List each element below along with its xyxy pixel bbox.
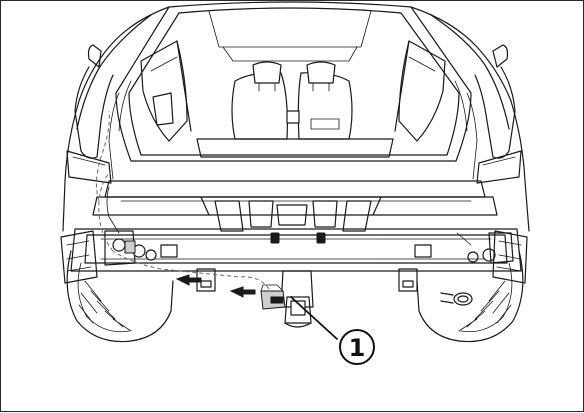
cargo-interior-panels bbox=[140, 40, 446, 142]
bumper-left-end bbox=[60, 230, 157, 284]
tow-hitch-receiver bbox=[280, 270, 314, 328]
wiring-harness-route bbox=[95, 110, 270, 290]
wiring-connector bbox=[260, 284, 286, 310]
rear-seats bbox=[196, 61, 394, 158]
bumper-upper-frame bbox=[92, 180, 498, 244]
lower-brackets bbox=[196, 268, 418, 292]
routing-arrows bbox=[175, 274, 256, 298]
arrow-left-icon bbox=[175, 274, 202, 286]
body-right-side bbox=[410, 6, 530, 232]
tailgate-opening bbox=[115, 1, 472, 162]
callout-circle bbox=[339, 329, 375, 365]
left-rear-wheel bbox=[66, 250, 174, 343]
bumper-beam bbox=[70, 228, 522, 272]
bumper-right-end bbox=[488, 230, 528, 284]
exhaust-pipe bbox=[440, 292, 473, 306]
body-left-side bbox=[62, 6, 170, 232]
arrow-left-icon bbox=[229, 286, 256, 298]
callout-1: 1 bbox=[290, 296, 375, 365]
right-rear-wheel bbox=[416, 250, 524, 343]
callout-number: 1 bbox=[349, 334, 366, 362]
